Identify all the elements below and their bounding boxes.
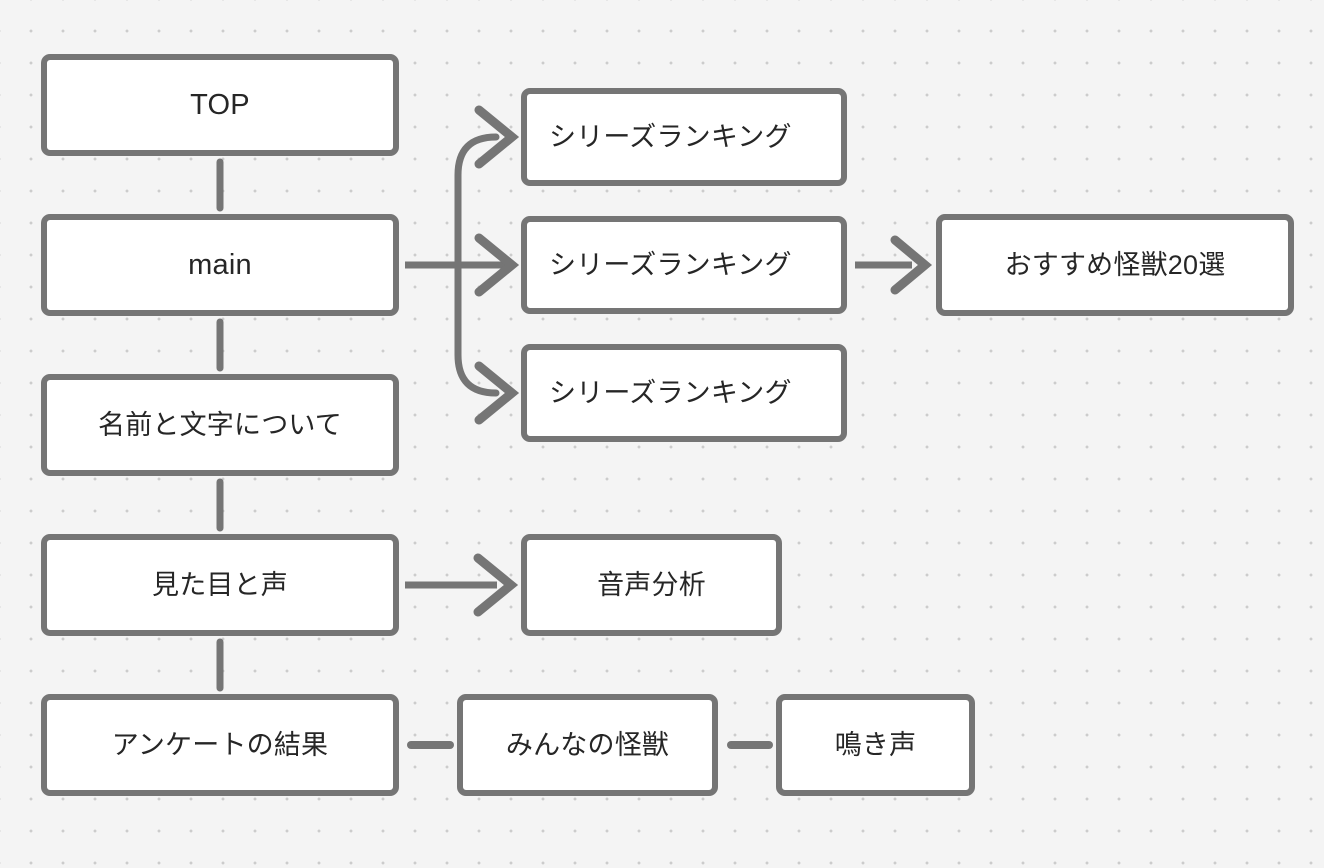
- node-label: TOP: [190, 88, 250, 121]
- node-everyone[interactable]: みんなの怪獣: [457, 694, 718, 796]
- node-voice[interactable]: 音声分析: [521, 534, 782, 636]
- edge-look-to-voice-arrowhead: [473, 553, 519, 617]
- node-survey[interactable]: アンケートの結果: [41, 694, 399, 796]
- node-look[interactable]: 見た目と声: [41, 534, 399, 636]
- node-label: アンケートの結果: [111, 729, 329, 760]
- node-label: シリーズランキング: [549, 377, 792, 408]
- node-main[interactable]: main: [41, 214, 399, 316]
- node-rank2[interactable]: シリーズランキング: [521, 216, 847, 314]
- edge-main-to-rank1-arrowhead: [474, 105, 520, 169]
- edge-main-to-rank1-curve: [454, 133, 500, 269]
- node-label: main: [188, 248, 252, 281]
- node-names[interactable]: 名前と文字について: [41, 374, 399, 476]
- node-rank1[interactable]: シリーズランキング: [521, 88, 847, 186]
- node-label: シリーズランキング: [549, 249, 792, 280]
- node-label: 名前と文字について: [98, 409, 342, 440]
- node-recommend[interactable]: おすすめ怪獣20選: [936, 214, 1294, 316]
- node-label: みんなの怪獣: [505, 729, 670, 760]
- edge-main-to-rank2-arrowhead: [474, 233, 520, 297]
- node-label: おすすめ怪獣20選: [1004, 249, 1226, 280]
- edge-main-to-rank3-arrowhead: [474, 361, 520, 425]
- node-rank3[interactable]: シリーズランキング: [521, 344, 847, 442]
- edge-main-to-rank3-curve: [454, 261, 500, 397]
- node-top[interactable]: TOP: [41, 54, 399, 156]
- node-label: 音声分析: [597, 569, 706, 600]
- node-label: 見た目と声: [152, 569, 288, 600]
- node-cry[interactable]: 鳴き声: [776, 694, 975, 796]
- node-label: シリーズランキング: [549, 121, 792, 152]
- edge-rank2-to-recommend-arrowhead: [890, 235, 933, 295]
- node-label: 鳴き声: [834, 729, 917, 760]
